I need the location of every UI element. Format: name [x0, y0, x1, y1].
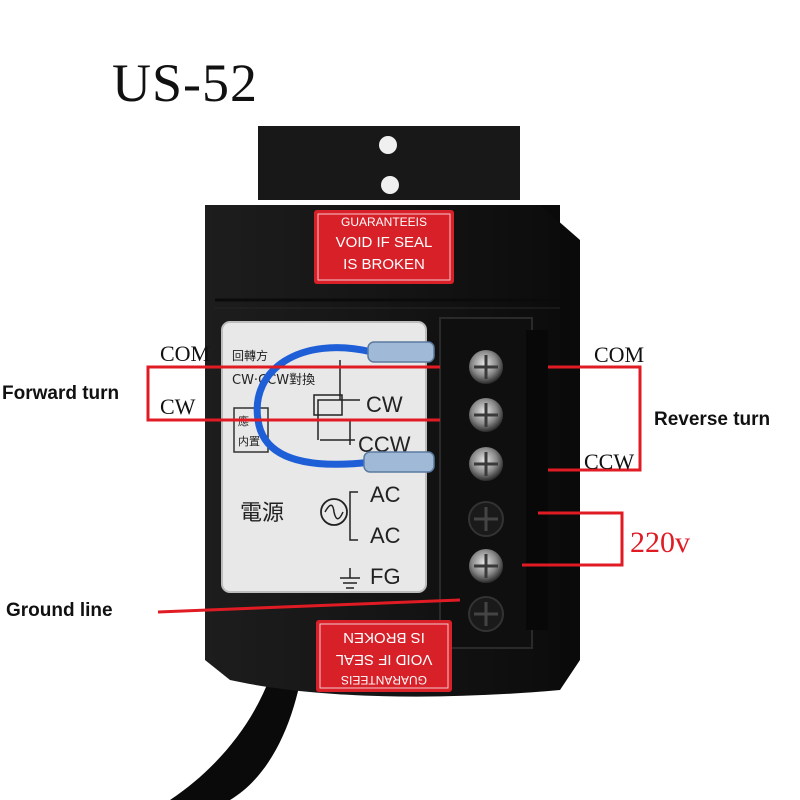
ground-line-label: Ground line — [6, 600, 113, 621]
panel-fg-text: FG — [370, 564, 401, 589]
voltage-bracket — [522, 511, 624, 567]
annotation-lines — [146, 365, 642, 614]
jumper-connector-bottom — [363, 451, 435, 473]
panel-ac-bracket — [349, 491, 358, 541]
panel-cw-ccw-swap: CW‧CCW對換 — [232, 373, 315, 388]
voltage-label: 220v — [630, 526, 690, 559]
seal-top-line-1: GUARANTEEIS — [341, 215, 427, 229]
seal-bottom-line-3: IS BROKEN — [343, 629, 425, 646]
bracket-hole-bottom — [381, 176, 399, 194]
panel-ac-wave — [324, 504, 344, 520]
panel-schematic — [300, 360, 360, 445]
reverse-turn-bracket — [548, 365, 642, 472]
forward-turn-bracket — [146, 365, 440, 422]
terminal-screw-2 — [469, 398, 503, 432]
panel-power-text: 電源 — [240, 501, 284, 526]
panel-ac-text-2: AC — [370, 523, 401, 548]
seal-label-top: GUARANTEEIS VOID IF SEAL IS BROKEN — [314, 210, 454, 284]
terminal-block — [439, 317, 548, 649]
com-right-label: COM — [594, 342, 645, 367]
page-title: US-52 — [112, 53, 259, 113]
mounting-bracket — [258, 126, 520, 200]
ground-line-pointer — [157, 598, 461, 614]
seal-bottom-line-1: GUARANTEEIS — [341, 673, 427, 687]
terminal-screw-5 — [469, 549, 503, 583]
terminal-screw-4 — [468, 501, 504, 537]
panel-ac-symbol — [320, 498, 348, 526]
seal-bottom-line-2: VOID IF SEAL — [336, 651, 433, 668]
seal-top-line-2: VOID IF SEAL — [336, 234, 433, 251]
terminal-screw-6 — [468, 596, 504, 632]
panel-ac-text-1: AC — [370, 482, 401, 507]
panel-rotation-label: 回轉方 — [232, 348, 268, 363]
seal-label-bottom: GUARANTEEIS VOID IF SEAL IS BROKEN — [316, 620, 452, 692]
panel-small-box — [233, 407, 269, 453]
terminal-screw-3 — [469, 447, 503, 481]
panel-ground-symbol — [340, 568, 360, 589]
bracket-hole-top — [379, 136, 397, 154]
device-right-side — [540, 205, 580, 690]
panel-cw-text: CW — [366, 392, 403, 417]
wiring-panel: 回轉方 CW‧CCW對換 應 内置 CW CCW 電源 AC AC FG — [221, 321, 427, 593]
jumper-connector-top — [367, 341, 435, 363]
forward-turn-label: Forward turn — [2, 383, 120, 404]
seal-top-line-3: IS BROKEN — [343, 256, 425, 273]
ccw-right-label: CCW — [584, 449, 635, 474]
panel-capacitor — [313, 394, 343, 416]
cw-left-label: CW — [160, 394, 196, 419]
panel-small-box-text-2: 内置 — [238, 434, 260, 448]
terminal-screw-1 — [469, 350, 503, 384]
reverse-turn-label: Reverse turn — [654, 409, 771, 430]
com-left-label: COM — [160, 341, 211, 366]
